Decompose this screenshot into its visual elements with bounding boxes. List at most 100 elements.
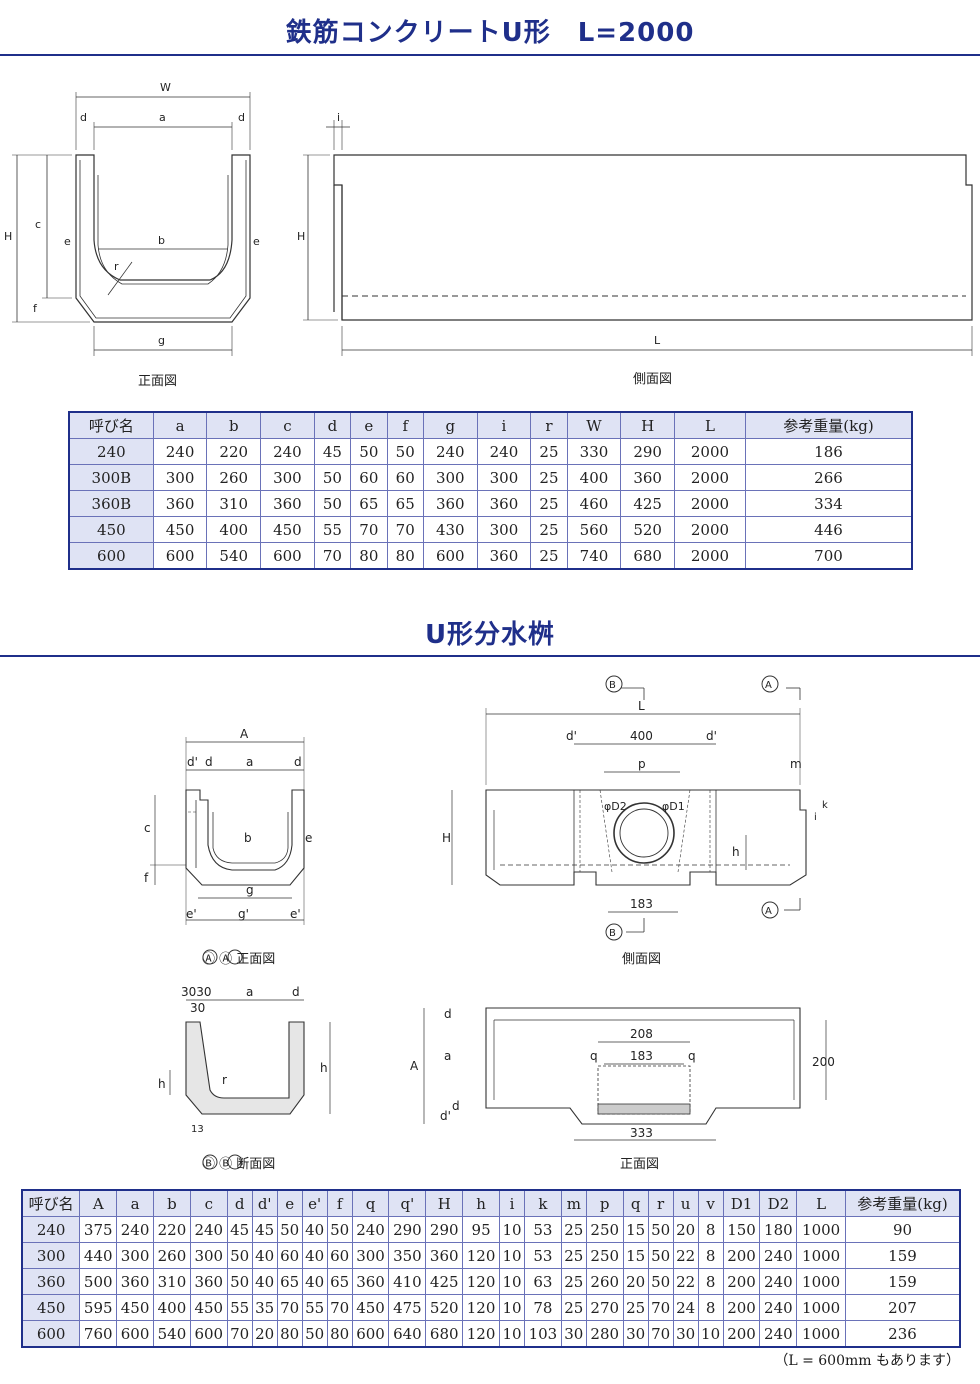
table-cell: 70 [276,1294,303,1321]
table-cell: 1000 [796,1216,846,1243]
table-cell: 475 [388,1294,427,1321]
table-cell: 40 [251,1268,278,1295]
table-cell: 25 [530,516,568,543]
table-cell: 240 [351,1216,390,1243]
table-cell: 22 [672,1268,699,1295]
table-cell: 25 [560,1216,587,1243]
column-header: D2 [759,1189,798,1217]
table-cell: 90 [845,1216,961,1243]
column-header: 呼び名 [68,411,154,439]
front-caption-1: 正面図 [138,374,178,389]
u-side-outline [333,154,973,321]
table-cell: 50 [647,1216,674,1243]
lbl2-sec-h1: h [158,1077,166,1091]
table-cell: 10 [697,1320,724,1348]
table-cell: 290 [425,1216,464,1243]
table-cell: 50 [647,1268,674,1295]
column-header: g [422,411,478,439]
table-cell: 120 [462,1294,500,1321]
u-front-outline [75,154,251,323]
column-header: i [499,1189,525,1217]
lbl2-side-h: h [732,845,740,859]
row-name-cell: 300 [21,1242,81,1269]
table-cell: 186 [744,438,913,465]
table-cell: 360 [476,542,532,570]
column-header: e' [301,1189,328,1217]
table-cell: 240 [260,438,315,465]
table-cell: 300 [422,464,478,491]
lbl-d1: d [80,111,87,124]
lbl2-D2: φD2 [604,800,627,813]
table-cell: 159 [845,1242,961,1269]
lbl2-sec-h2: h [320,1061,328,1075]
table-cell: 266 [744,464,913,491]
table-cell: 50 [276,1216,303,1243]
table-cell: 50 [313,490,352,517]
catch-basin-drawings: A d' d a d c b e f g e' g' e' B A A B L … [144,675,835,1170]
table-cell: 450 [116,1294,155,1321]
row-name-cell: 600 [68,542,154,570]
lbl2-B1: B [609,680,616,691]
table-cell: 55 [313,516,352,543]
column-header: c [189,1189,228,1217]
table-cell: 63 [523,1268,562,1295]
table-cell: 70 [647,1320,674,1348]
column-header: q' [388,1189,427,1217]
lbl-c: c [35,218,41,231]
table-cell: 200 [722,1268,761,1295]
lbl2-plan-d2: d [452,1099,460,1113]
table-cell: 1000 [796,1268,846,1295]
length-note: （L = 600mm もあります） [774,1353,960,1369]
table-cell: 520 [620,516,675,543]
lbl2-c: c [144,821,151,835]
table-cell: 240 [189,1216,228,1243]
lbl2-side-H: H [442,831,451,845]
table-cell: 70 [647,1294,674,1321]
lbl2-i: i [814,812,817,823]
column-header: h [462,1189,500,1217]
table-cell: 600 [422,542,478,570]
lbl2-plan-d: d [444,1007,452,1021]
table-cell: 60 [276,1242,303,1269]
row-name-cell: 240 [21,1216,81,1243]
lbl-d2: d [238,111,245,124]
table-cell: 360 [260,490,315,517]
table-cell: 360 [620,464,675,491]
lbl2-plan-183: 183 [630,1049,653,1063]
column-header: r [647,1189,674,1217]
basin-front-outline [185,789,305,886]
column-header: e [350,411,388,439]
column-header: L [796,1189,846,1217]
lbl2-p: p [638,757,646,771]
section2-title: U形分水桝 [424,620,556,650]
table-cell: 540 [153,1320,191,1348]
lbl2-f: f [144,871,149,885]
table-cell: 40 [301,1242,328,1269]
table-cell: 300 [152,464,208,491]
column-header: f [386,411,424,439]
table-cell: 360 [116,1268,155,1295]
lbl-e2: e [253,235,260,248]
table-cell: 180 [759,1216,798,1243]
table-cell: 53 [523,1242,562,1269]
row-name-cell: 450 [68,516,154,543]
column-header: a [152,411,208,439]
table-cell: 60 [350,464,388,491]
column-header: D1 [722,1189,761,1217]
table-cell: 65 [386,490,424,517]
table-cell: 600 [189,1320,228,1348]
table-cell: 15 [622,1216,649,1243]
table-cell: 410 [388,1268,427,1295]
lbl-H: H [4,230,12,243]
table-cell: 700 [744,542,913,570]
table-cell: 80 [326,1320,353,1348]
lbl2-eprime1: e' [186,907,197,921]
plan-caption-2: 正面図 [620,1157,660,1172]
lbl2-gprime: g' [238,907,249,921]
table-cell: 35 [251,1294,278,1321]
table-cell: 103 [523,1320,562,1348]
